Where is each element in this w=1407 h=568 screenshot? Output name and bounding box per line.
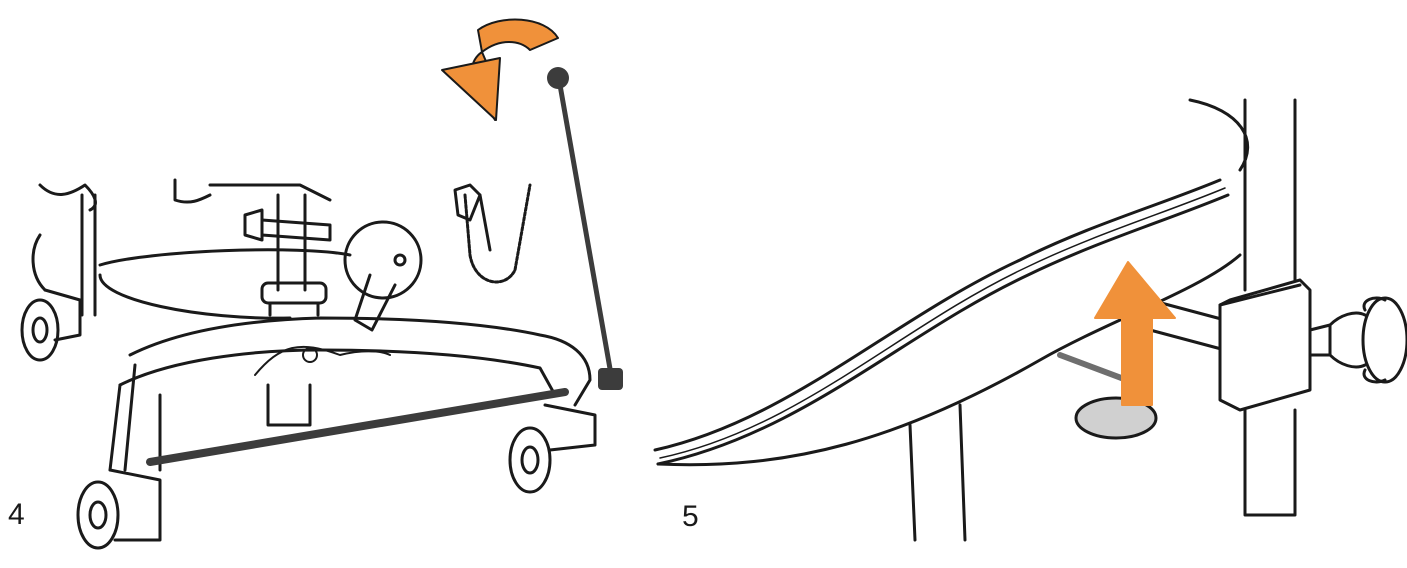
brake-lever xyxy=(547,67,623,390)
rotate-arrow-icon xyxy=(442,20,558,120)
central-column xyxy=(278,195,305,290)
lever-knob xyxy=(547,67,569,89)
step-number: 5 xyxy=(682,502,699,532)
seat-pedal-illustration xyxy=(640,0,1407,568)
seat-fragment xyxy=(40,185,95,210)
adjustment-wheel xyxy=(345,222,421,298)
support-leg xyxy=(910,405,965,540)
step-number: 4 xyxy=(8,500,25,530)
coiled-cable xyxy=(465,185,530,282)
vertical-post xyxy=(1245,100,1295,290)
step-4-panel: 4 xyxy=(0,0,640,568)
lever-handle xyxy=(355,275,395,330)
seat-fragment xyxy=(175,180,210,202)
post-clamp xyxy=(1220,280,1310,410)
seat-outline xyxy=(1190,100,1248,170)
rear-post xyxy=(82,195,95,315)
foot-bar xyxy=(150,392,565,462)
caster-wheel xyxy=(78,482,118,548)
caster-wheel xyxy=(22,300,58,360)
step-5-panel: 5 xyxy=(640,0,1407,568)
column-collar xyxy=(262,283,326,303)
caster-wheel xyxy=(510,428,550,492)
side-knob xyxy=(245,210,262,240)
clamp-knob xyxy=(1363,298,1407,382)
chair-base-illustration xyxy=(0,0,640,568)
